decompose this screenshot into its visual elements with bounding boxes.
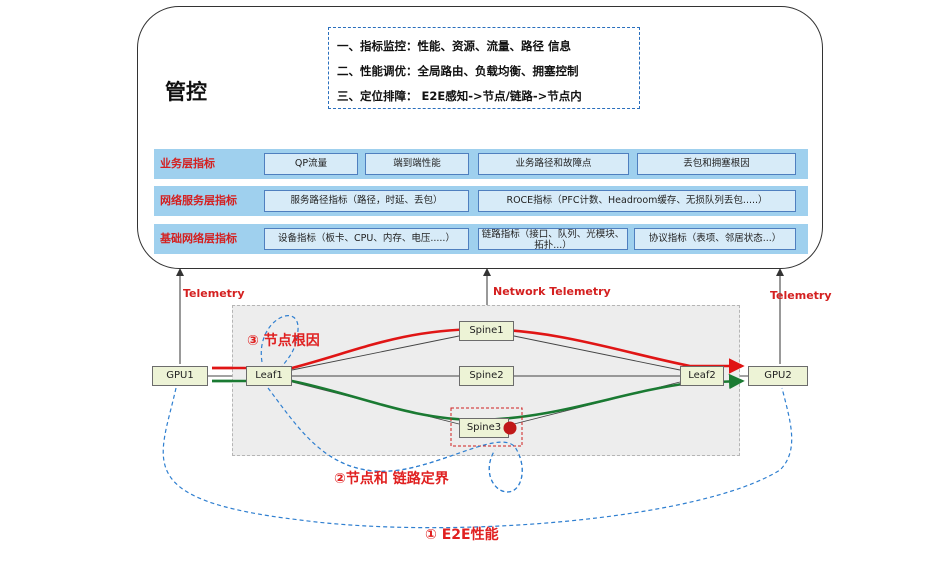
- telemetry-label-center: Network Telemetry: [493, 285, 611, 298]
- telemetry-label-left: Telemetry: [183, 287, 245, 300]
- layer-label: 网络服务层指标: [160, 194, 237, 207]
- telemetry-label-right: Telemetry: [770, 289, 832, 302]
- annotation-node-link-boundary: ②节点和 链路定界: [334, 471, 449, 487]
- panel-title: 管控: [165, 80, 207, 104]
- annotation-node-root-cause: ③ 节点根因: [247, 333, 320, 349]
- loop-e2e-performance: [162, 387, 793, 529]
- metric-cell: QP流量: [264, 153, 358, 175]
- metric-cell: 链路指标（接口、队列、光模块、拓扑...）: [478, 228, 628, 250]
- layer-network-service: 网络服务层指标 服务路径指标（路径，时延、丢包） ROCE指标（PFC计数、He…: [154, 186, 808, 216]
- node-gpu1: GPU1: [152, 366, 208, 386]
- node-leaf1: Leaf1: [246, 366, 292, 386]
- node-spine1: Spine1: [459, 321, 514, 341]
- layer-label: 业务层指标: [160, 157, 215, 170]
- annotation-e2e-performance: ① E2E性能: [425, 527, 499, 543]
- node-leaf2: Leaf2: [680, 366, 724, 386]
- layer-label: 基础网络层指标: [160, 232, 237, 245]
- layer-business: 业务层指标 QP流量 端到端性能 业务路径和故障点 丢包和拥塞根因: [154, 149, 808, 179]
- layer-basic-network: 基础网络层指标 设备指标（板卡、CPU、内存、电压.....） 链路指标（接口、…: [154, 224, 808, 254]
- metric-cell: 丢包和拥塞根因: [637, 153, 796, 175]
- goals-box: 一、指标监控：性能、资源、流量、路径 信息 二、性能调优：全局路由、负载均衡、拥…: [328, 27, 640, 109]
- metric-cell: 业务路径和故障点: [478, 153, 629, 175]
- metric-cell: 端到端性能: [365, 153, 469, 175]
- metric-cell: ROCE指标（PFC计数、Headroom缓存、无损队列丢包.....）: [478, 190, 796, 212]
- metric-cell: 设备指标（板卡、CPU、内存、电压.....）: [264, 228, 469, 250]
- goal-troubleshooting: 三、定位排障： E2E感知->节点/链路->节点内: [337, 89, 582, 103]
- node-gpu2: GPU2: [748, 366, 808, 386]
- goal-tuning: 二、性能调优：全局路由、负载均衡、拥塞控制: [337, 64, 579, 78]
- goal-monitoring: 一、指标监控：性能、资源、流量、路径 信息: [337, 39, 572, 53]
- metric-cell: 协议指标（表项、邻居状态...）: [634, 228, 796, 250]
- metric-cell: 服务路径指标（路径，时延、丢包）: [264, 190, 469, 212]
- node-spine2: Spine2: [459, 366, 514, 386]
